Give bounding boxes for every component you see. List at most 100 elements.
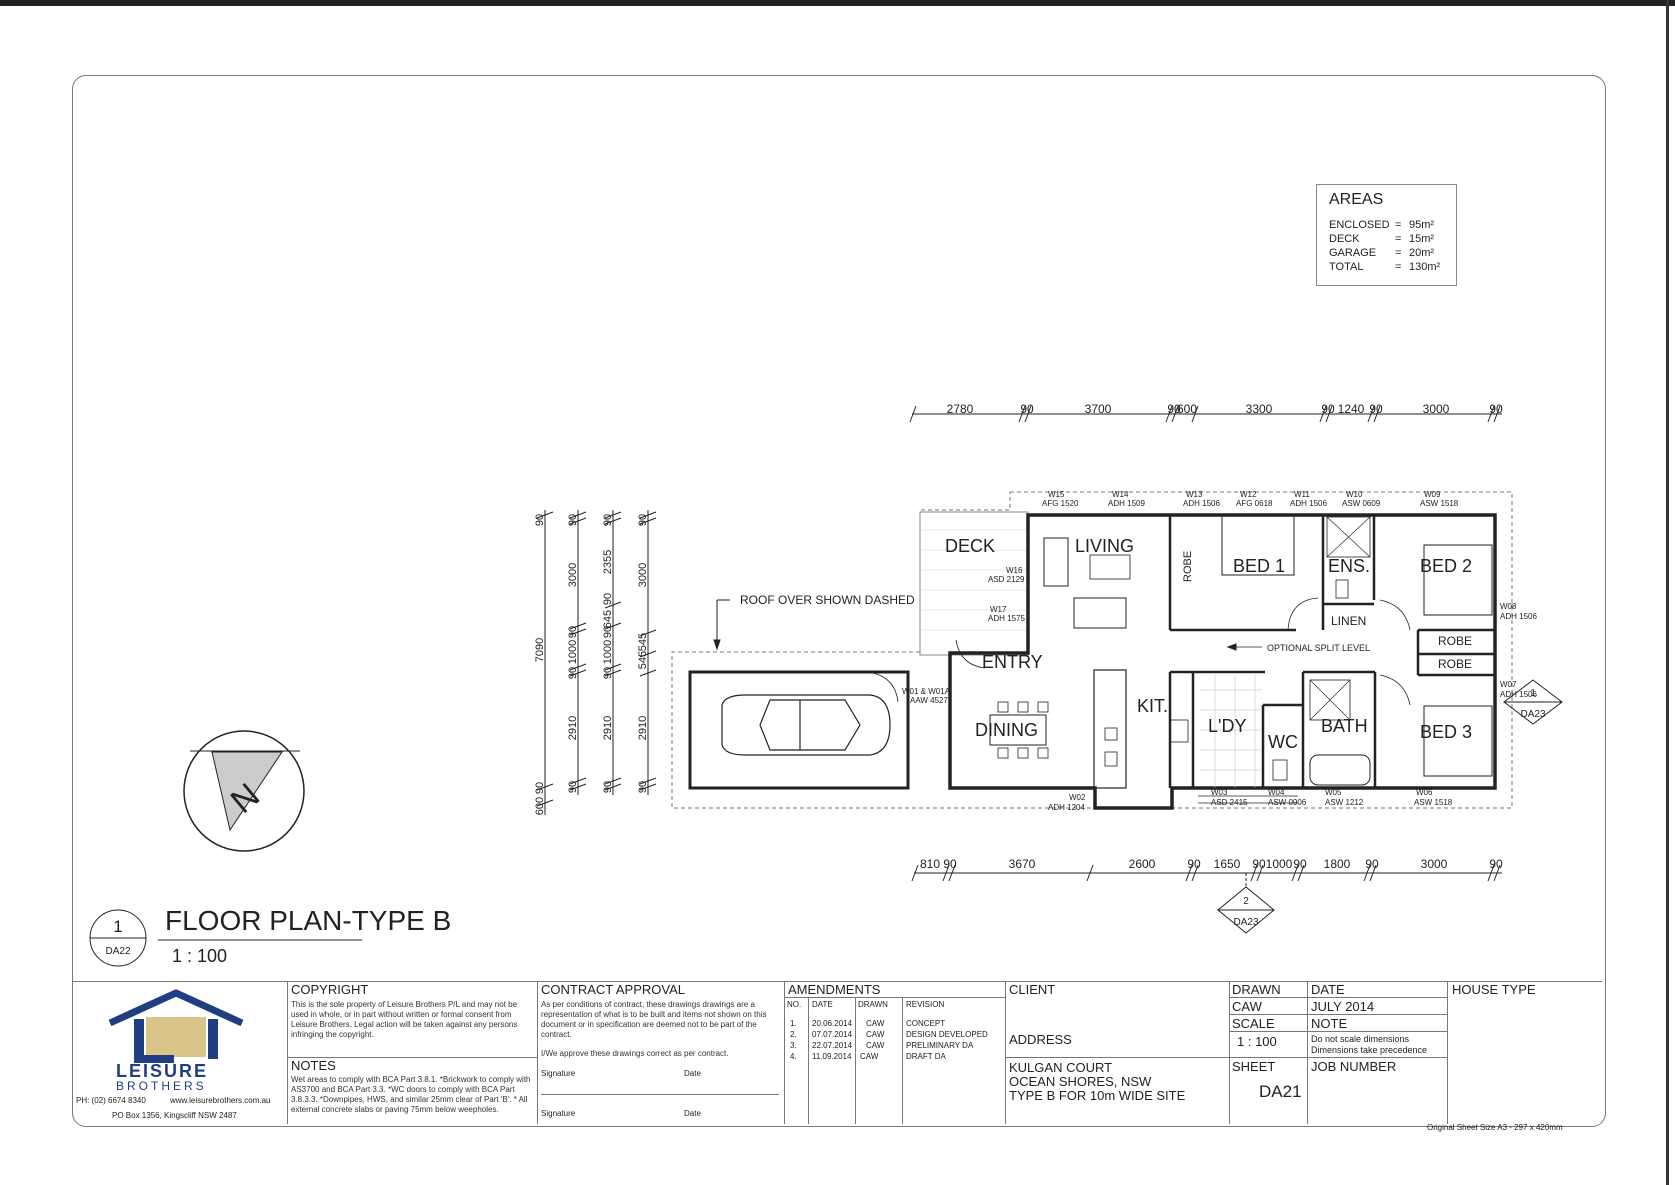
dimension-label: 7090 [534,638,546,662]
window-tag: ASW 0609 [1342,499,1381,508]
toilet-icon [1335,579,1349,599]
north-arrow-icon [183,730,305,852]
amend-no: 1. [790,1019,797,1028]
dimension-label: 90 [1321,402,1335,416]
dimension-label: 1000 [602,640,614,664]
area-value: 20m² [1409,247,1435,259]
dimension-label: 1800 [1324,857,1351,871]
logo-text: LEISURE [116,1061,209,1081]
client-heading: CLIENT [1009,982,1056,997]
house-type-heading: HOUSE TYPE [1452,982,1536,997]
areas-table: AREAS ENCLOSED = 95m² DECK = 15m² GARAGE… [1316,184,1457,286]
window-tag: W07 [1500,680,1517,689]
window-tag: W13 [1186,490,1203,499]
room-label-dining: DINING [975,720,1038,740]
area-value: 130m² [1409,261,1441,273]
amend-col-date: DATE [812,1000,833,1009]
dimension-label: 90 [1020,402,1034,416]
window-tag: W03 [1211,788,1228,797]
window-tag: ASW 1518 [1420,499,1459,508]
dimension-label: 90 [943,857,957,871]
room-label-robe: ROBE [1438,657,1472,671]
dimension-label: 2355 [602,550,614,574]
dimension-label: 90 [567,626,579,638]
section-marker-icon [1217,873,1275,934]
area-eq: = [1395,247,1402,259]
window-tag: W12 [1240,490,1257,499]
original-sheet-size: Original Sheet Size A3 - 297 x 420mm [1427,1123,1563,1132]
dimension-label: 3000 [1421,857,1448,871]
dimension-label: 90 [602,667,614,679]
area-eq: = [1395,219,1402,231]
scale-heading: SCALE [1232,1016,1275,1031]
title-block: LEISURE BROTHERS PH: (02) 6674 8340 www.… [72,981,1602,1124]
area-value: 15m² [1409,233,1435,245]
dimension-label: 90 [1293,857,1307,871]
area-label: ENCLOSED [1329,219,1390,231]
sofa-icon [1073,597,1127,629]
company-website: www.leisurebrothers.com.au [170,1096,271,1105]
note-text: Dimensions take precedence [1311,1045,1428,1055]
company-po-box: PO Box 1356, Kingscliff NSW 2487 [112,1111,237,1120]
room-label-bed1: BED 1 [1233,556,1285,576]
signature-label: Signature [541,1069,576,1078]
area-label: GARAGE [1329,247,1377,259]
laundry-tiles [1200,675,1262,788]
drawing-border [72,75,1606,1127]
date-value: JULY 2014 [1311,999,1375,1014]
dimension-label: 600 [1177,402,1197,416]
dimension-label: 3700 [1085,402,1112,416]
dimension-label: 90 [1187,857,1201,871]
dimension-label: 3670 [1009,857,1036,871]
amend-no: 3. [790,1041,797,1050]
section-number: 1 [1530,688,1536,699]
window-tag: W02 [1069,793,1086,802]
date-label: Date [684,1109,701,1118]
window-tag: W05 [1325,788,1342,797]
amend-drawn: CAW [866,1019,885,1028]
signature-label: Signature [541,1109,576,1118]
dimension-label: 90 [567,781,579,793]
sink-icon [1104,727,1118,741]
garage-walls [688,670,910,790]
area-eq: = [1395,233,1402,245]
dimension-label: 90 [567,667,579,679]
view-number: 1 [113,917,122,936]
dimension-label: 2780 [947,402,974,416]
dimension-label: 90 [534,514,546,526]
dimension-label: 90 [1489,857,1503,871]
dimension-label: 90 [567,514,579,526]
dimension-label: 600 [534,797,546,815]
dimension-label: 90 [602,781,614,793]
dimension-label: 90 [534,782,546,794]
car-icon [721,694,891,756]
window-tag: W11 [1294,490,1310,499]
contract-text: As per conditions of contract, these dra… [541,1000,767,1039]
dimension-label: 90 [637,781,649,793]
room-label-entry: ENTRY [982,652,1043,672]
bathtub-icon [1309,754,1371,786]
area-label: TOTAL [1329,261,1364,273]
notes-text: Wet areas to comply with BCA Part 3.8.1.… [291,1075,531,1114]
window-tag: AFG 1520 [1042,499,1079,508]
window-tag: W06 [1416,788,1433,797]
window-tag: AAW 4527 [910,696,948,705]
amendments-heading: AMENDMENTS [788,982,881,997]
dimension-label: 1000 [567,640,579,664]
coffee-table-icon [1089,554,1131,580]
window-tag: ADH 1575 [988,614,1025,623]
window-tag: ASD 2129 [988,575,1025,584]
drawn-value: CAW [1232,999,1262,1014]
bed-icon [1423,544,1493,616]
window-tag: W01 & W01A [902,687,951,696]
section-marker-icon [1503,679,1563,725]
house-outer-walls [948,513,1497,810]
dimension-label: 3000 [637,563,649,587]
amend-date: 20.06.2014 [812,1019,853,1028]
dimension-label: 90 [1167,402,1181,416]
area-eq: = [1395,261,1402,273]
view-sheet: DA22 [105,946,130,957]
sofa-icon [1043,537,1069,587]
date-label: Date [684,1069,701,1078]
